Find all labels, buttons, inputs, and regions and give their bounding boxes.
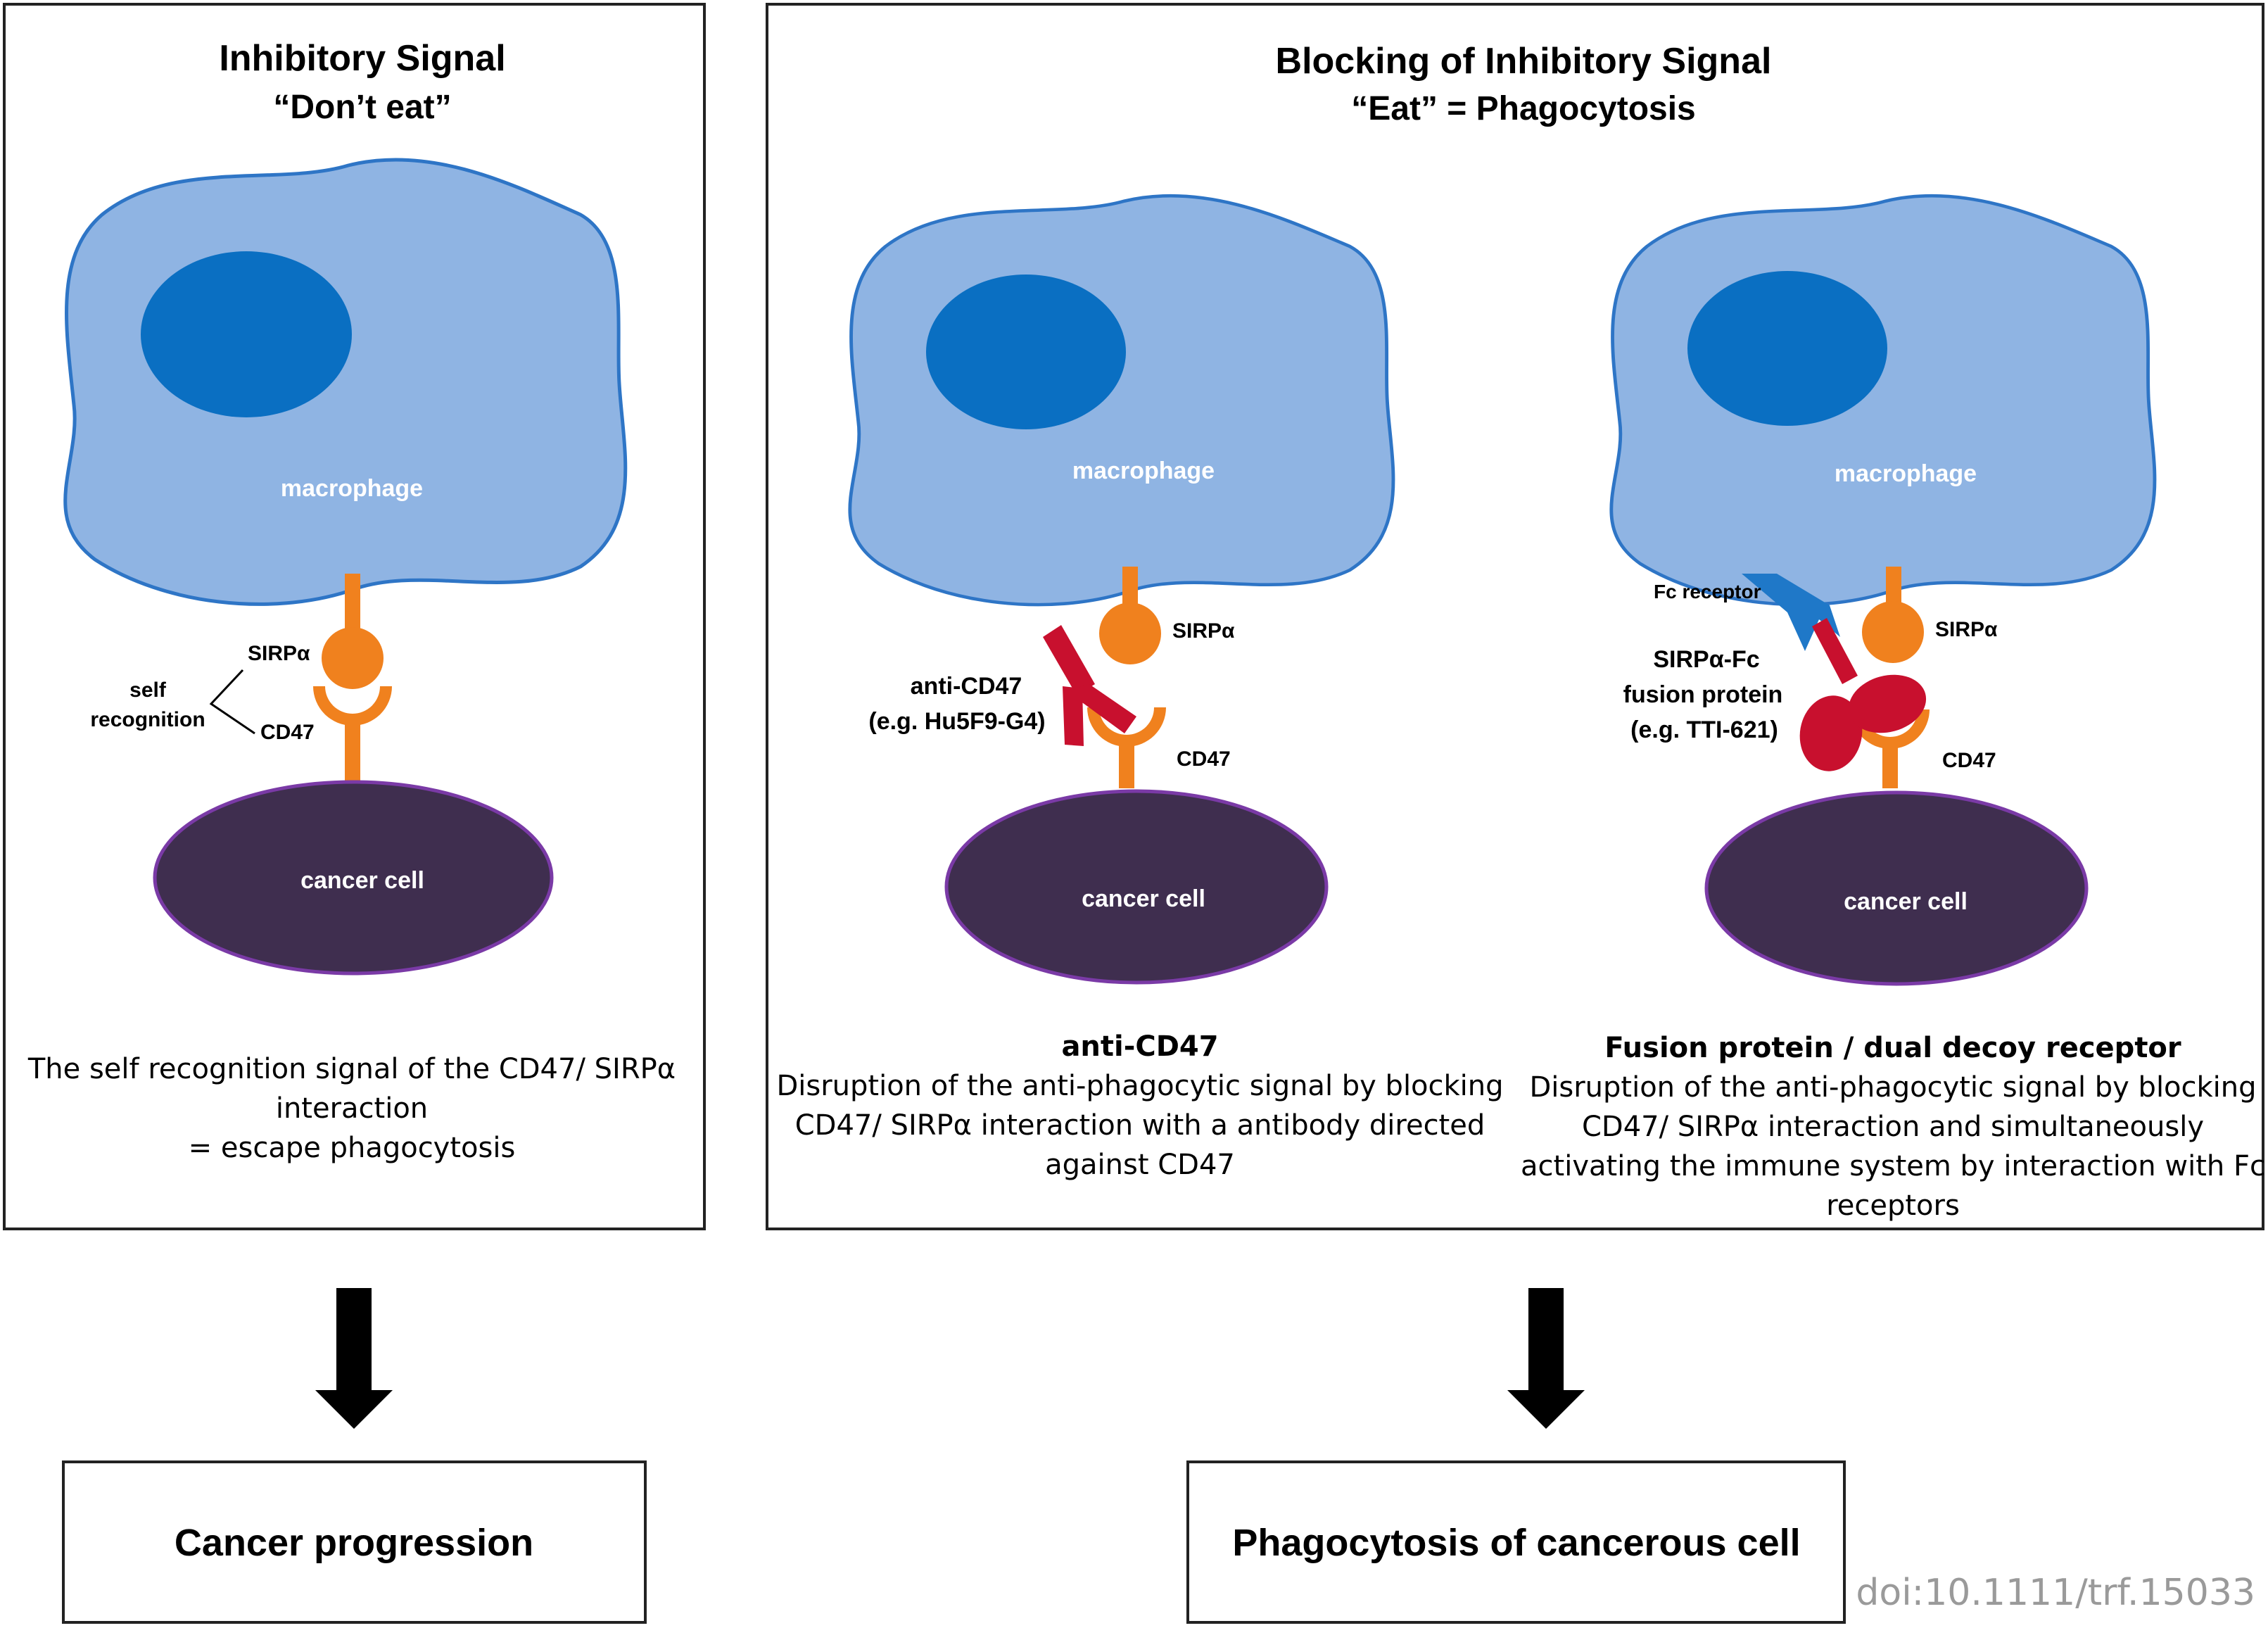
- right-caption-line3: activating the immune system by interact…: [1521, 1150, 2265, 1182]
- middle-drug-label-line2: (e.g. Hu5F9-G4): [868, 708, 1045, 735]
- middle-macrophage: [850, 196, 1393, 605]
- doi-watermark: doi:10.1111/trf.15033: [1856, 1572, 2255, 1614]
- middle-macrophage-label: macrophage: [1072, 458, 1215, 484]
- right-caption-line1: Disruption of the anti-phagocytic signal…: [1529, 1071, 2256, 1104]
- middle-cd47-cup: [1087, 707, 1166, 747]
- left-sirpa-label: SIRPα: [248, 642, 310, 665]
- right-cancer-cell: [1704, 790, 2089, 986]
- right-drug-label-line2: fusion protein: [1623, 681, 1783, 708]
- right-cancer-label: cancer cell: [1844, 888, 1968, 915]
- middle-caption-line2: CD47/ SIRPα interaction with a antibody …: [795, 1109, 1485, 1142]
- left-cd47-label: CD47: [260, 721, 315, 744]
- self-recognition-bracket: [209, 669, 255, 735]
- right-cd47-stem: [1882, 745, 1898, 788]
- left-outcome-label: Cancer progression: [175, 1522, 533, 1564]
- right-panel-subtitle: “Eat” = Phagocytosis: [1351, 90, 1696, 127]
- left-macrophage-label: macrophage: [281, 475, 423, 502]
- left-cancer-cell: [153, 780, 554, 976]
- right-macrophage-nucleus: [1687, 271, 1887, 426]
- middle-sirpa-head: [1099, 602, 1161, 664]
- middle-caption-line3: against CD47: [1045, 1149, 1235, 1181]
- left-panel-subtitle: “Don’t eat”: [273, 89, 451, 126]
- right-macrophage: [1611, 196, 2155, 605]
- right-down-arrow: [1507, 1288, 1585, 1429]
- right-drug-label-line3: (e.g. TTI-621): [1630, 717, 1778, 743]
- right-caption-line2: CD47/ SIRPα interaction and simultaneous…: [1582, 1111, 2204, 1143]
- self-label-line1: self: [129, 679, 167, 702]
- middle-drug-label-line1: anti-CD47: [911, 673, 1022, 700]
- right-caption-title: Fusion protein / dual decoy receptor: [1604, 1032, 2181, 1064]
- left-sirpa-head: [322, 627, 384, 689]
- left-caption-line3: = escape phagocytosis: [189, 1132, 516, 1164]
- left-panel-border: [3, 3, 706, 1230]
- right-outcome-label: Phagocytosis of cancerous cell: [1232, 1522, 1800, 1564]
- fc-receptor: [1742, 574, 1840, 651]
- middle-cancer-label: cancer cell: [1082, 885, 1205, 912]
- middle-cancer-cell: [944, 789, 1329, 985]
- left-cd47-cup: [313, 686, 392, 726]
- middle-sirpa-label: SIRPα: [1172, 619, 1235, 643]
- left-sirpa-stem: [345, 574, 360, 637]
- middle-caption-line1: Disruption of the anti-phagocytic signal…: [776, 1070, 1503, 1102]
- left-caption-line1: The self recognition signal of the CD47/…: [27, 1053, 676, 1085]
- right-panel-border: [766, 3, 2264, 1230]
- left-caption-line2: interaction: [276, 1092, 428, 1125]
- right-sirpa-label: SIRPα: [1935, 618, 1998, 641]
- sirpa-fc-fusion-protein: [1799, 618, 1927, 771]
- left-outcome-box: [62, 1460, 647, 1624]
- middle-macrophage-nucleus: [926, 275, 1126, 429]
- middle-cd47-stem: [1119, 743, 1134, 788]
- middle-cd47-label: CD47: [1177, 747, 1231, 771]
- left-cd47-stem: [345, 718, 360, 788]
- left-macrophage: [65, 160, 626, 604]
- left-macrophage-nucleus: [141, 251, 352, 417]
- left-down-arrow: [315, 1288, 393, 1429]
- right-cd47-label: CD47: [1942, 749, 1996, 772]
- right-outcome-box: [1186, 1460, 1846, 1624]
- right-panel-title: Blocking of Inhibitory Signal: [1276, 41, 1772, 82]
- left-cancer-label: cancer cell: [300, 867, 424, 894]
- middle-caption-title: anti-CD47: [1061, 1030, 1218, 1063]
- anti-cd47-antibody: [1043, 625, 1136, 746]
- right-drug-label-line1: SIRPα-Fc: [1653, 646, 1759, 673]
- self-label-line2: recognition: [90, 708, 205, 731]
- right-sirpa-head: [1862, 601, 1924, 663]
- fc-receptor-label: Fc receptor: [1654, 581, 1761, 602]
- right-macrophage-label: macrophage: [1835, 460, 1977, 487]
- right-cd47-cup: [1851, 709, 1930, 749]
- left-panel-title: Inhibitory Signal: [219, 38, 505, 79]
- right-caption-line4: receptors: [1826, 1190, 1960, 1222]
